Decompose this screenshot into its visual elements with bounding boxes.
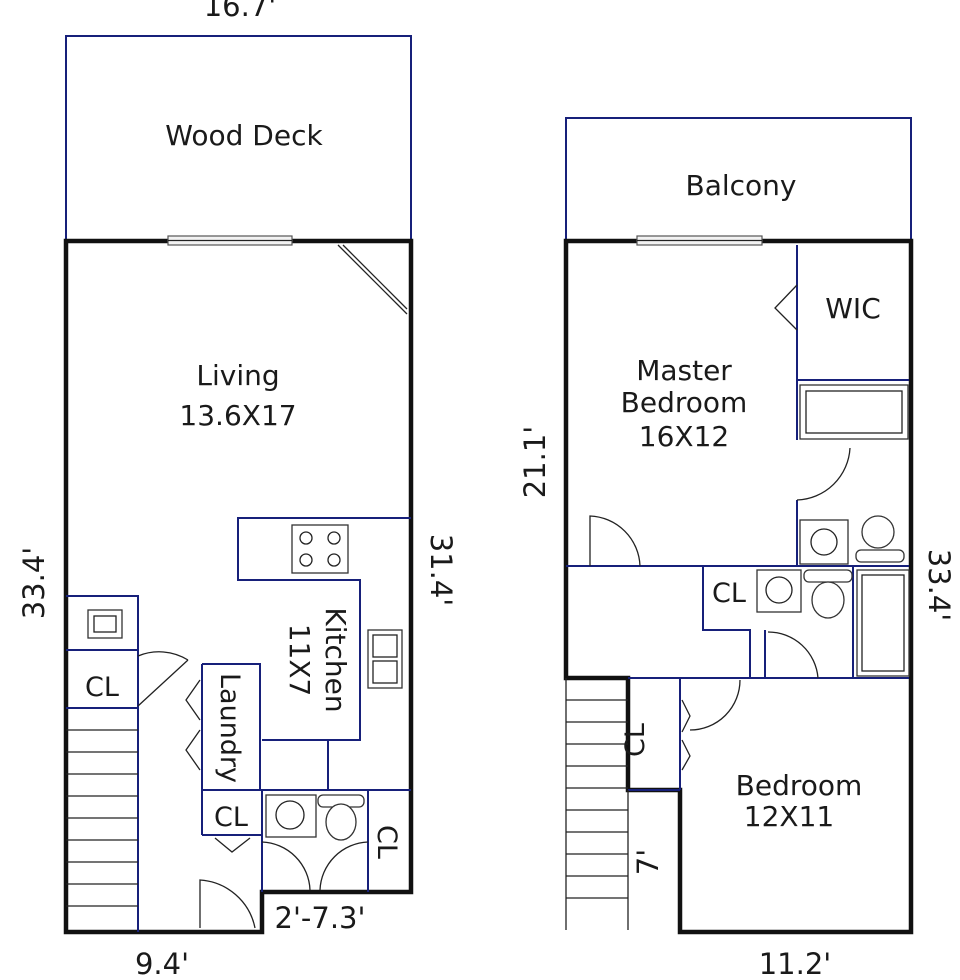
master-toilet-bowl [861, 515, 895, 549]
first-floor [63, 35, 414, 935]
dim-bottom-left: 9.4' [135, 947, 189, 980]
dim-bottom-right: 11.2' [759, 947, 832, 980]
kitchen-label: Kitchen [319, 607, 352, 712]
bedroom-label: Bedroom [736, 769, 863, 802]
second-floor [563, 117, 914, 935]
master-label-line1: Master [636, 354, 732, 387]
stove-icon [291, 524, 349, 574]
master-sink-icon [799, 519, 849, 565]
shower-icon [856, 569, 910, 677]
kitchen-sink-icon [367, 629, 403, 689]
living-size: 13.6X17 [179, 399, 296, 432]
front-door-swing [199, 879, 256, 929]
fridge-space [262, 739, 329, 790]
toilet-bowl-icon [325, 803, 357, 841]
living-corner-door [337, 244, 408, 315]
master-bath-wall [566, 380, 909, 678]
bath-closet-bifold [214, 837, 251, 853]
bedroom-closet-label: CL [620, 723, 651, 757]
bath-closet-label: CL [214, 802, 248, 833]
dim-top-left: 16.7' [204, 0, 277, 23]
bedroom-closet-wall [628, 677, 681, 791]
right-closet-label: CL [371, 825, 402, 859]
bedroom-size: 12X11 [744, 800, 834, 833]
bath-door-swing [261, 841, 369, 891]
dim-living-right: 31.4' [424, 534, 458, 607]
left-closet-label: CL [85, 672, 119, 703]
bedroom-closet-bifold [681, 699, 691, 771]
master-bath-door [796, 447, 851, 501]
wic-bifold-door [774, 284, 798, 331]
living-corner-door-2 [342, 244, 408, 310]
balcony-label: Balcony [686, 169, 797, 202]
small-appliance-icon [87, 609, 123, 639]
wood-deck-label: Wood Deck [165, 119, 323, 152]
left-closet-wall [66, 595, 139, 932]
laundry-wall [201, 663, 261, 790]
laundry-bifold-door [185, 679, 201, 771]
second-floor-stairs [565, 678, 629, 930]
wic-label: WIC [825, 292, 881, 325]
dim-bottom-mid: 2'-7.3' [275, 901, 366, 935]
hall-walls [680, 566, 909, 679]
wood-deck-outline [65, 35, 412, 241]
master-label-line2: Bedroom [621, 386, 748, 419]
laundry-label: Laundry [214, 673, 245, 783]
kitchen-counter [237, 517, 411, 741]
bathtub-icon [799, 384, 909, 440]
bedroom-door [689, 679, 741, 731]
bath-sink-icon [265, 794, 317, 838]
hall-closet-label: CL [712, 578, 746, 609]
balcony-outline [565, 117, 912, 241]
kitchen-size: 11X7 [283, 624, 316, 697]
hall-toilet-bowl [811, 581, 845, 619]
hall-sink-icon [756, 569, 802, 613]
dim-right-side: 33.4' [922, 549, 956, 622]
dim-left-side: 33.4' [17, 547, 51, 620]
living-label: Living [196, 359, 279, 392]
hall-toilet-tank [803, 569, 853, 583]
master-size: 16X12 [639, 420, 729, 453]
dim-stair-side: 7' [631, 849, 665, 875]
dim-upper-left: 21.1' [518, 426, 552, 499]
closet-door-swing [137, 651, 189, 707]
hall-bath-door [767, 631, 819, 679]
master-bedroom-door [589, 515, 641, 567]
bath-partition [201, 789, 411, 892]
first-floor-stairs [66, 729, 138, 907]
master-toilet-tank [855, 549, 905, 563]
